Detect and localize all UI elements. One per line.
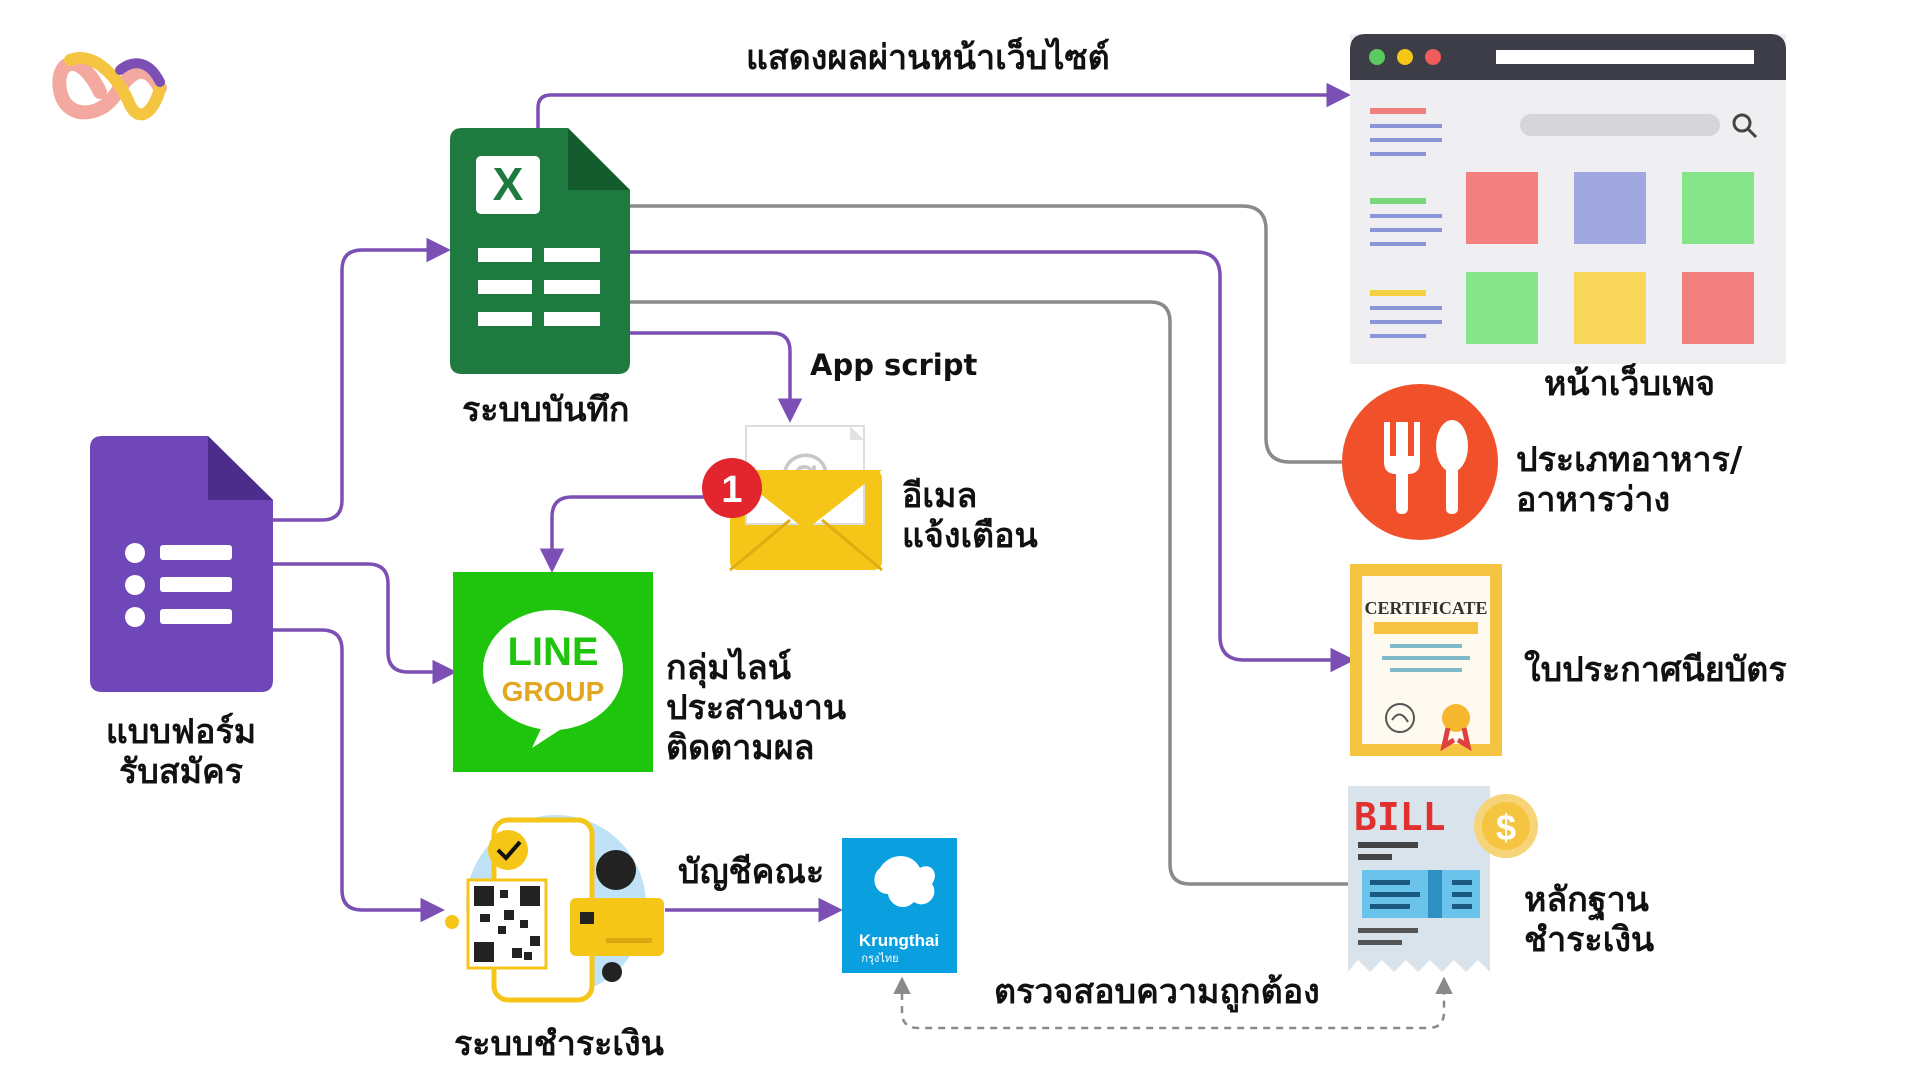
arrow-excel-to-certificate — [630, 250, 1355, 673]
qr-payment-icon — [445, 815, 664, 1003]
google-forms-icon — [90, 436, 273, 692]
excel-letter: X — [493, 158, 524, 210]
payment-proof-label-line1: หลักฐาน — [1524, 880, 1649, 920]
krungthai-th: กรุงไทย — [861, 952, 898, 965]
certificate-label: ใบประกาศนียบัตร — [1524, 650, 1787, 690]
certificate-icon: CERTIFICATE — [1350, 564, 1502, 756]
arrow-form-to-payment — [273, 628, 445, 923]
line-group-label-line2: ประสานงาน — [666, 688, 847, 728]
website-flow-label: แสดงผลผ่านหน้าเว็บไซต์ — [746, 38, 1110, 78]
recording-system-label: ระบบบันทึก — [462, 390, 630, 430]
email-label-line2: แจ้งเตือน — [902, 516, 1038, 556]
email-label-line1: อีเมล — [902, 476, 978, 516]
payment-proof-label-line2: ชำระเงิน — [1524, 920, 1655, 960]
arrow-email-to-line — [539, 495, 704, 573]
form-label-line1: แบบฟอร์ม — [105, 712, 257, 752]
form-label-line2: รับสมัคร — [118, 752, 243, 792]
line-logo-group: GROUP — [502, 676, 605, 707]
faculty-account-label: บัญชีคณะ — [678, 852, 825, 892]
arrow-excel-to-bill — [630, 300, 1348, 886]
line-group-label-line1: กลุ่มไลน์ — [666, 648, 792, 688]
verify-label: ตรวจสอบความถูกต้อง — [994, 972, 1320, 1012]
arrow-verify-dashed — [893, 976, 1453, 1030]
browser-window-icon — [1350, 34, 1786, 364]
arrow-excel-to-website — [536, 82, 1351, 128]
line-group-label-line3: ติดตามผล — [666, 728, 815, 768]
arrow-excel-to-email — [630, 331, 803, 423]
email-icon: @ 1 — [702, 425, 883, 572]
line-logo-word: LINE — [507, 630, 598, 674]
arrow-form-to-line — [273, 562, 457, 685]
bill-word: BILL — [1354, 795, 1446, 839]
dollar-sign: $ — [1496, 807, 1516, 848]
certificate-word: CERTIFICATE — [1364, 598, 1487, 618]
arrow-form-to-excel — [273, 237, 451, 522]
logo-icon — [52, 52, 167, 121]
payment-system-label: ระบบชำระเงิน — [454, 1024, 664, 1064]
krungthai-icon: Krungthai กรุงไทย — [842, 838, 957, 973]
excel-icon: X — [450, 128, 630, 374]
connector-lines — [273, 82, 1453, 1030]
krungthai-en: Krungthai — [859, 931, 939, 950]
food-label-line2: อาหารว่าง — [1516, 480, 1671, 520]
bill-icon: BILL $ — [1348, 786, 1538, 972]
arrow-excel-to-food — [630, 204, 1348, 464]
email-badge: 1 — [721, 469, 742, 511]
line-group-icon: LINE GROUP — [453, 572, 653, 772]
food-label-line1: ประเภทอาหาร/ — [1516, 440, 1743, 480]
app-script-label: App script — [810, 348, 978, 382]
webpage-label: หน้าเว็บเพจ — [1544, 364, 1715, 404]
search-icon — [1732, 113, 1758, 139]
food-icon — [1342, 384, 1498, 540]
